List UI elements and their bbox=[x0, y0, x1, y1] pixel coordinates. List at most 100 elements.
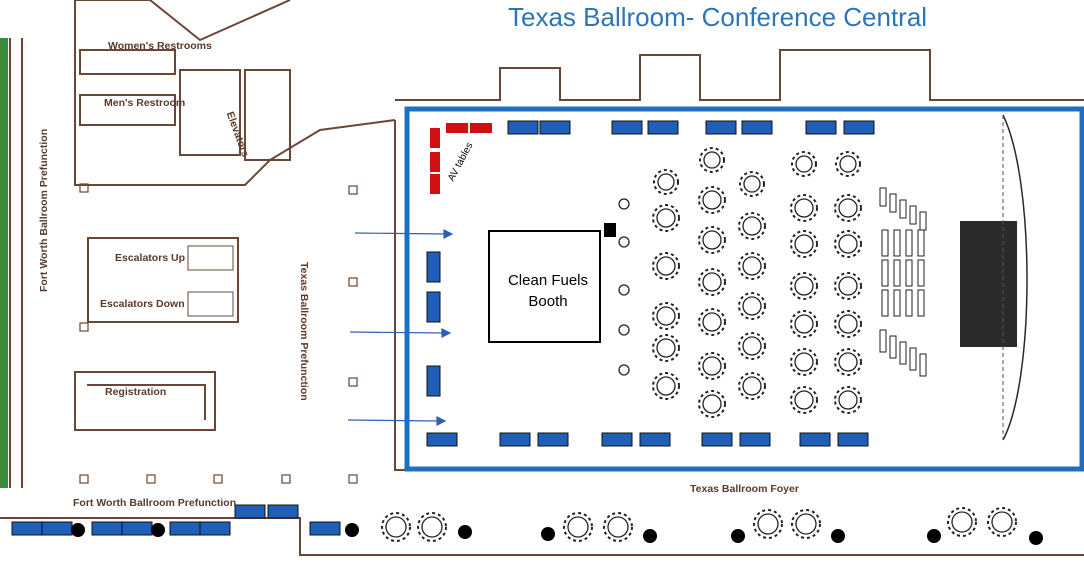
black-dot bbox=[927, 529, 941, 543]
column-post bbox=[348, 474, 358, 484]
rect-table bbox=[639, 432, 671, 447]
cocktail-table-icon bbox=[618, 284, 630, 296]
column-post bbox=[281, 474, 291, 484]
round-table-icon bbox=[839, 155, 857, 173]
round-table-icon bbox=[656, 208, 676, 228]
round-table-icon bbox=[951, 511, 973, 533]
round-table-icon bbox=[742, 256, 762, 276]
booth-label: Clean Fuels Booth bbox=[507, 272, 589, 310]
chair-row bbox=[919, 211, 927, 231]
column-post bbox=[79, 183, 89, 193]
round-table-icon bbox=[743, 175, 761, 193]
round-table-icon bbox=[794, 276, 814, 296]
black-dot bbox=[1029, 531, 1043, 545]
clean-fuels-booth bbox=[488, 230, 601, 343]
texas-ballroom-highlight bbox=[404, 106, 1084, 472]
rect-table bbox=[426, 291, 441, 323]
round-table-icon bbox=[742, 376, 762, 396]
rect-table bbox=[799, 432, 831, 447]
rect-table bbox=[741, 120, 773, 135]
womens-restrooms-label: Women's Restrooms bbox=[108, 40, 212, 52]
cocktail-table-icon bbox=[618, 198, 630, 210]
cocktail-table-icon bbox=[618, 324, 630, 336]
round-table-icon bbox=[656, 338, 676, 358]
texas-foyer-label: Texas Ballroom Foyer bbox=[690, 483, 799, 495]
black-dot bbox=[731, 529, 745, 543]
texas-prefunction-label: Texas Ballroom Prefunction bbox=[298, 262, 310, 401]
round-table-icon bbox=[385, 516, 407, 538]
round-table-icon bbox=[567, 516, 589, 538]
rect-table bbox=[121, 521, 153, 536]
rect-table bbox=[601, 432, 633, 447]
chair-row bbox=[905, 289, 913, 317]
rect-table bbox=[837, 432, 869, 447]
chair-row bbox=[905, 229, 913, 257]
black-dot bbox=[831, 529, 845, 543]
chair-row bbox=[879, 329, 887, 353]
rect-table bbox=[539, 120, 571, 135]
stage-screen-arc bbox=[1002, 114, 1028, 441]
round-table-icon bbox=[702, 312, 722, 332]
rect-table bbox=[426, 432, 458, 447]
black-dot bbox=[541, 527, 555, 541]
rect-table bbox=[507, 120, 539, 135]
rect-table bbox=[426, 365, 441, 397]
round-table-icon bbox=[702, 230, 722, 250]
fort-worth-prefunction-label: Fort Worth Ballroom Prefunction bbox=[73, 497, 237, 509]
round-table-icon bbox=[794, 234, 814, 254]
round-table-icon bbox=[795, 513, 817, 535]
round-table-icon bbox=[657, 173, 675, 191]
round-table-icon bbox=[991, 511, 1013, 533]
round-table-icon bbox=[757, 513, 779, 535]
rect-table bbox=[309, 521, 341, 536]
av-table bbox=[430, 152, 440, 172]
rect-table bbox=[701, 432, 733, 447]
column-post bbox=[348, 377, 358, 387]
chair-row bbox=[919, 353, 927, 377]
rect-table bbox=[805, 120, 837, 135]
round-table-icon bbox=[838, 198, 858, 218]
column-post bbox=[79, 322, 89, 332]
chair-row bbox=[893, 229, 901, 257]
chair-row bbox=[893, 289, 901, 317]
round-table-icon bbox=[838, 314, 858, 334]
registration-label: Registration bbox=[105, 386, 167, 398]
escalators-up-label: Escalators Up bbox=[115, 252, 186, 264]
rect-table bbox=[611, 120, 643, 135]
round-table-icon bbox=[838, 276, 858, 296]
chair-row bbox=[917, 259, 925, 287]
fort-worth-prefunction-vertical-label: Fort Worth Ballroom Prefunction bbox=[38, 128, 50, 292]
av-table bbox=[446, 123, 468, 133]
round-table-icon bbox=[656, 256, 676, 276]
cocktail-table-icon bbox=[618, 364, 630, 376]
black-dot bbox=[643, 529, 657, 543]
round-table-icon bbox=[607, 516, 629, 538]
rect-table bbox=[11, 521, 43, 536]
rect-table bbox=[267, 504, 299, 519]
rect-table bbox=[169, 521, 201, 536]
black-dot bbox=[458, 525, 472, 539]
rect-table bbox=[199, 521, 231, 536]
column-post bbox=[79, 474, 89, 484]
rect-table bbox=[537, 432, 569, 447]
cocktail-table-icon bbox=[618, 236, 630, 248]
round-table-icon bbox=[742, 296, 762, 316]
column-post bbox=[213, 474, 223, 484]
rect-table bbox=[41, 521, 73, 536]
chair-row bbox=[899, 199, 907, 219]
rect-table bbox=[843, 120, 875, 135]
round-table-icon bbox=[656, 376, 676, 396]
round-table-icon bbox=[702, 394, 722, 414]
chair-row bbox=[909, 347, 917, 371]
rect-table bbox=[91, 521, 123, 536]
rect-table bbox=[234, 504, 266, 519]
round-table-icon bbox=[703, 151, 721, 169]
rect-table bbox=[499, 432, 531, 447]
column-post bbox=[348, 277, 358, 287]
round-table-icon bbox=[656, 306, 676, 326]
arrow-right-icon bbox=[436, 416, 447, 426]
chair-row bbox=[889, 193, 897, 213]
rect-table bbox=[705, 120, 737, 135]
round-table-icon bbox=[794, 198, 814, 218]
